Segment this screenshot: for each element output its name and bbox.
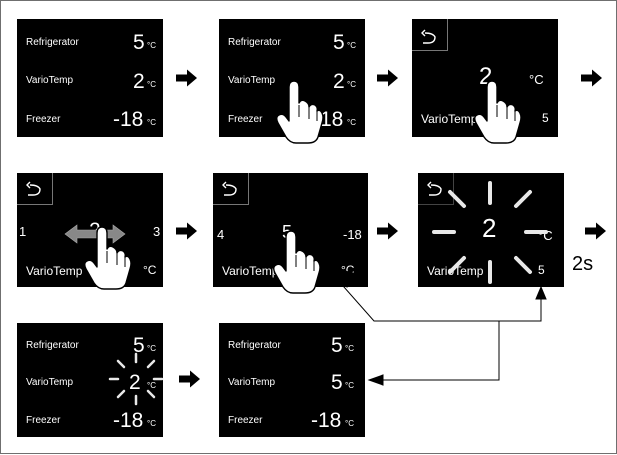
zone-label: VarioTemp (222, 264, 279, 278)
right-arrow-icon (585, 222, 606, 240)
row-unit-refrigerator: °C (345, 344, 354, 353)
back-button[interactable] (17, 173, 53, 205)
back-button[interactable] (412, 19, 448, 51)
zone-label: VarioTemp (427, 264, 484, 278)
current-value[interactable]: 2 (89, 219, 101, 242)
connector-arrow (367, 321, 500, 386)
unit-label: °C (143, 263, 157, 277)
row-value-refrigerator: 5 (133, 334, 145, 357)
row-unit-variotemp: °C (147, 381, 156, 390)
selected-value-display: 5 (542, 111, 549, 125)
row-unit-variotemp: °C (345, 381, 354, 390)
unit-label: °C (341, 263, 355, 277)
row-label-freezer: Freezer (26, 415, 61, 426)
row-value-refrigerator: 5 (333, 31, 345, 54)
row-label-refrigerator: Refrigerator (228, 37, 281, 48)
row-label-variotemp: VarioTemp (26, 75, 74, 86)
unit-label: °C (529, 72, 544, 87)
right-arrow-icon (179, 370, 200, 388)
row-unit-freezer: °C (347, 118, 356, 127)
back-button[interactable] (213, 173, 249, 205)
row-value-variotemp: 5 (331, 371, 343, 394)
row-value-freezer: -18 (313, 108, 344, 131)
zone-label: VarioTemp (421, 112, 478, 126)
unit-label: °C (538, 228, 553, 243)
right-arrow-icon (377, 69, 398, 87)
row-unit-refrigerator: °C (147, 41, 156, 50)
row-label-variotemp: VarioTemp (26, 377, 74, 388)
right-arrow-icon (377, 222, 398, 240)
right-arrow-icon (176, 222, 197, 240)
flashing-value: 2 (482, 213, 497, 243)
row-unit-freezer: °C (345, 419, 354, 428)
row-label-freezer: Freezer (26, 114, 61, 125)
row-label-refrigerator: Refrigerator (228, 340, 281, 351)
current-value[interactable]: 2 (479, 63, 493, 90)
right-arrow-icon (176, 69, 197, 87)
row-label-freezer: Freezer (228, 415, 263, 426)
zone-label: VarioTemp (26, 264, 83, 278)
row-value-variotemp: 2 (133, 70, 145, 93)
scale-max: 3 (153, 224, 161, 239)
panel-overview: Refrigerator 5 °C VarioTemp 2 °C Freezer… (17, 19, 163, 137)
selected-value-display: 5 (538, 263, 545, 277)
panel-swipe-selector: 1 2 3 VarioTemp °C (17, 173, 163, 287)
row-value-variotemp[interactable]: 2 (333, 70, 345, 93)
row-unit-refrigerator: °C (347, 41, 356, 50)
row-label-variotemp[interactable]: VarioTemp (228, 75, 276, 86)
row-label-refrigerator: Refrigerator (26, 340, 79, 351)
timer-label: 2s (572, 253, 594, 275)
row-unit-freezer: °C (147, 419, 156, 428)
row-value-freezer: -18 (113, 409, 144, 432)
row-unit-variotemp: °C (147, 80, 156, 89)
panel-confirmation-flash: 2 °C VarioTemp 5 (418, 173, 564, 287)
panel-overview-flashing: Refrigerator 5 °C VarioTemp 2 °C Freezer… (17, 323, 163, 437)
selected-value[interactable]: 5 (282, 222, 293, 242)
panel-variotemp-detail: 2 °C VarioTemp 5 (412, 19, 558, 137)
row-unit-refrigerator: °C (147, 344, 156, 353)
panel-overview-touch: Refrigerator 5 °C VarioTemp 2 °C Freezer… (219, 19, 365, 137)
row-unit-freezer: °C (147, 118, 156, 127)
row-value-freezer: -18 (113, 108, 144, 131)
right-arrow-icon (581, 69, 602, 87)
row-unit-variotemp: °C (347, 80, 356, 89)
row-value-variotemp-flashing: 2 (129, 371, 141, 394)
row-value-refrigerator: 5 (331, 334, 343, 357)
panel-value-selected: 4 5 -18 VarioTemp °C (213, 173, 368, 287)
row-value-refrigerator: 5 (133, 31, 145, 54)
panel-overview-updated: Refrigerator 5 °C VarioTemp 5 °C Freezer… (219, 323, 365, 437)
scale-min: 1 (19, 224, 27, 239)
row-value-freezer: -18 (311, 409, 342, 432)
row-label-refrigerator: Refrigerator (26, 37, 79, 48)
scale-min: 4 (217, 227, 225, 242)
row-label-variotemp: VarioTemp (228, 377, 276, 388)
scale-max: -18 (343, 227, 362, 242)
back-button (418, 173, 454, 205)
row-label-freezer: Freezer (228, 114, 263, 125)
